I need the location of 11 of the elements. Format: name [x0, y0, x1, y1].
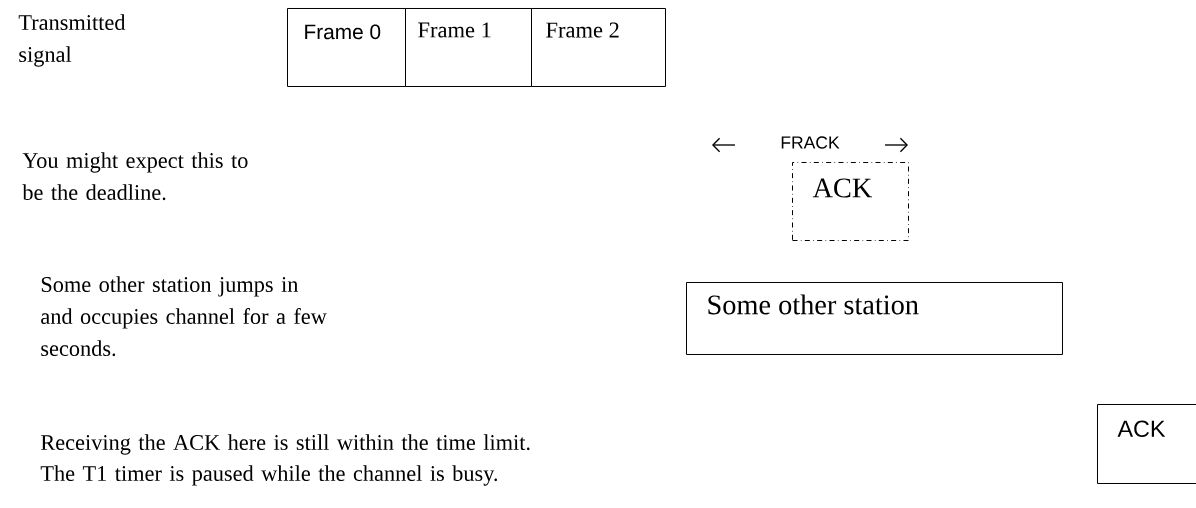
note-text: You might expect this to be the deadline.	[22, 152, 248, 201]
text-box: Some other station	[686, 282, 1063, 355]
text-box: Frame 2	[531, 8, 666, 87]
text-box: Frame 1	[405, 8, 532, 87]
note-text: Some other station jumps in and occupies channel for a few seconds.	[41, 276, 327, 357]
text-box: Frame 0	[287, 8, 406, 87]
text-box: ACK	[1097, 404, 1196, 484]
note-text: Transmitted signal	[18, 14, 126, 67]
text-box: ACK	[792, 162, 909, 241]
note-text: Receiving the ACK here is still within the time limit.	[41, 434, 530, 455]
note-text: The T1 timer is paused while the channel is busy.	[40, 465, 498, 486]
